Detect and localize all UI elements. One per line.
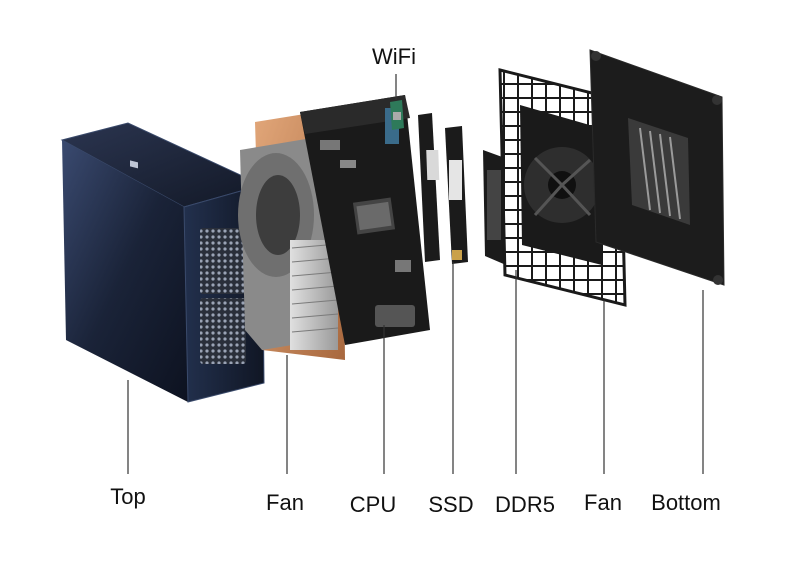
bottom-plate: [589, 49, 725, 286]
label-fan-left: Fan: [266, 490, 304, 515]
label-ddr5: DDR5: [495, 492, 555, 517]
motherboard: [300, 95, 430, 345]
wifi-card: [390, 100, 404, 130]
top-case: [60, 122, 265, 403]
ssd-modules: [418, 113, 468, 264]
label-fan-right: Fan: [584, 490, 622, 515]
label-top: Top: [110, 484, 146, 509]
label-wifi: WiFi: [372, 44, 416, 69]
label-cpu: CPU: [349, 492, 397, 517]
label-ssd: SSD: [428, 492, 474, 517]
leader-lines: [127, 74, 704, 474]
label-bottom: Bottom: [651, 490, 721, 515]
